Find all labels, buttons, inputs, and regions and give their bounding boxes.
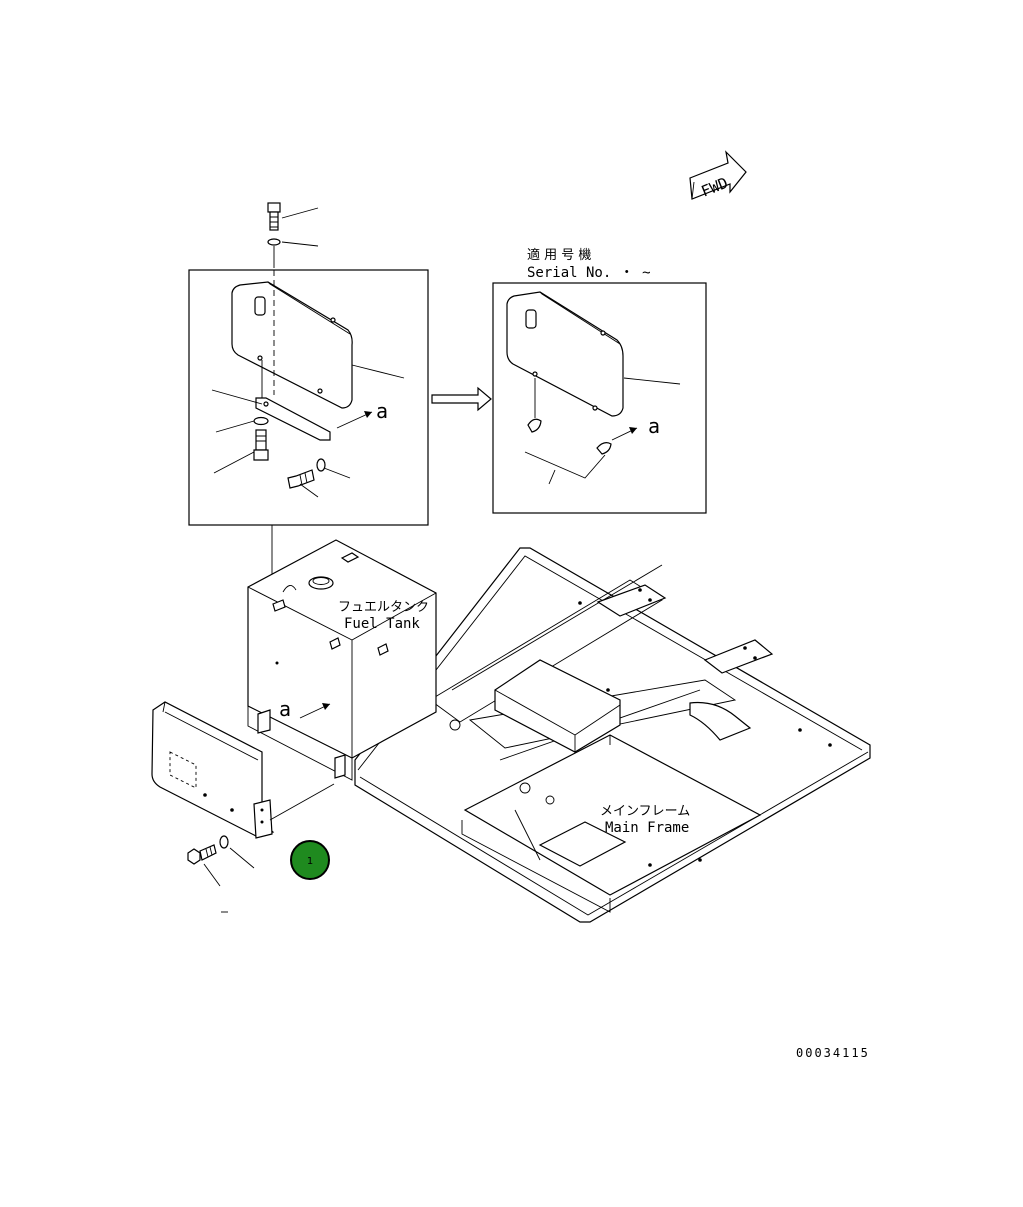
drawing-number: 00034115 (796, 1046, 870, 1060)
main-frame-jp-label: メインフレーム (600, 804, 690, 819)
top-bolt-icon (267, 202, 319, 231)
callout-1-button[interactable]: 1 (290, 840, 330, 880)
fuel-tank-jp-label: フュエルタンク (338, 600, 429, 615)
serial-jp-label: 適 用 号 機 (527, 247, 591, 263)
fuel-tank-en-label: Fuel Tank (344, 616, 420, 632)
view-a-left-label: a (376, 399, 388, 423)
view-a-tank-label: a (279, 697, 291, 721)
inset-right: 適 用 号 機 Serial No. ・ ~ a (492, 247, 707, 514)
right-arrow-icon (431, 386, 492, 412)
top-washer-icon (267, 238, 319, 247)
bottom-bolt-icon (187, 844, 228, 913)
main-frame-en-label: Main Frame (605, 820, 689, 836)
fwd-arrow-icon: FWD (689, 150, 747, 201)
fuel-tank: a フュエルタンク Fuel Tank (247, 539, 437, 781)
serial-en-label: Serial No. ・ ~ (527, 265, 651, 281)
side-cover (151, 701, 335, 839)
callout-1-number: 1 (307, 856, 313, 867)
bottom-washer-icon (219, 835, 255, 869)
view-a-right-label: a (648, 414, 660, 438)
inset-left: a (188, 269, 429, 526)
